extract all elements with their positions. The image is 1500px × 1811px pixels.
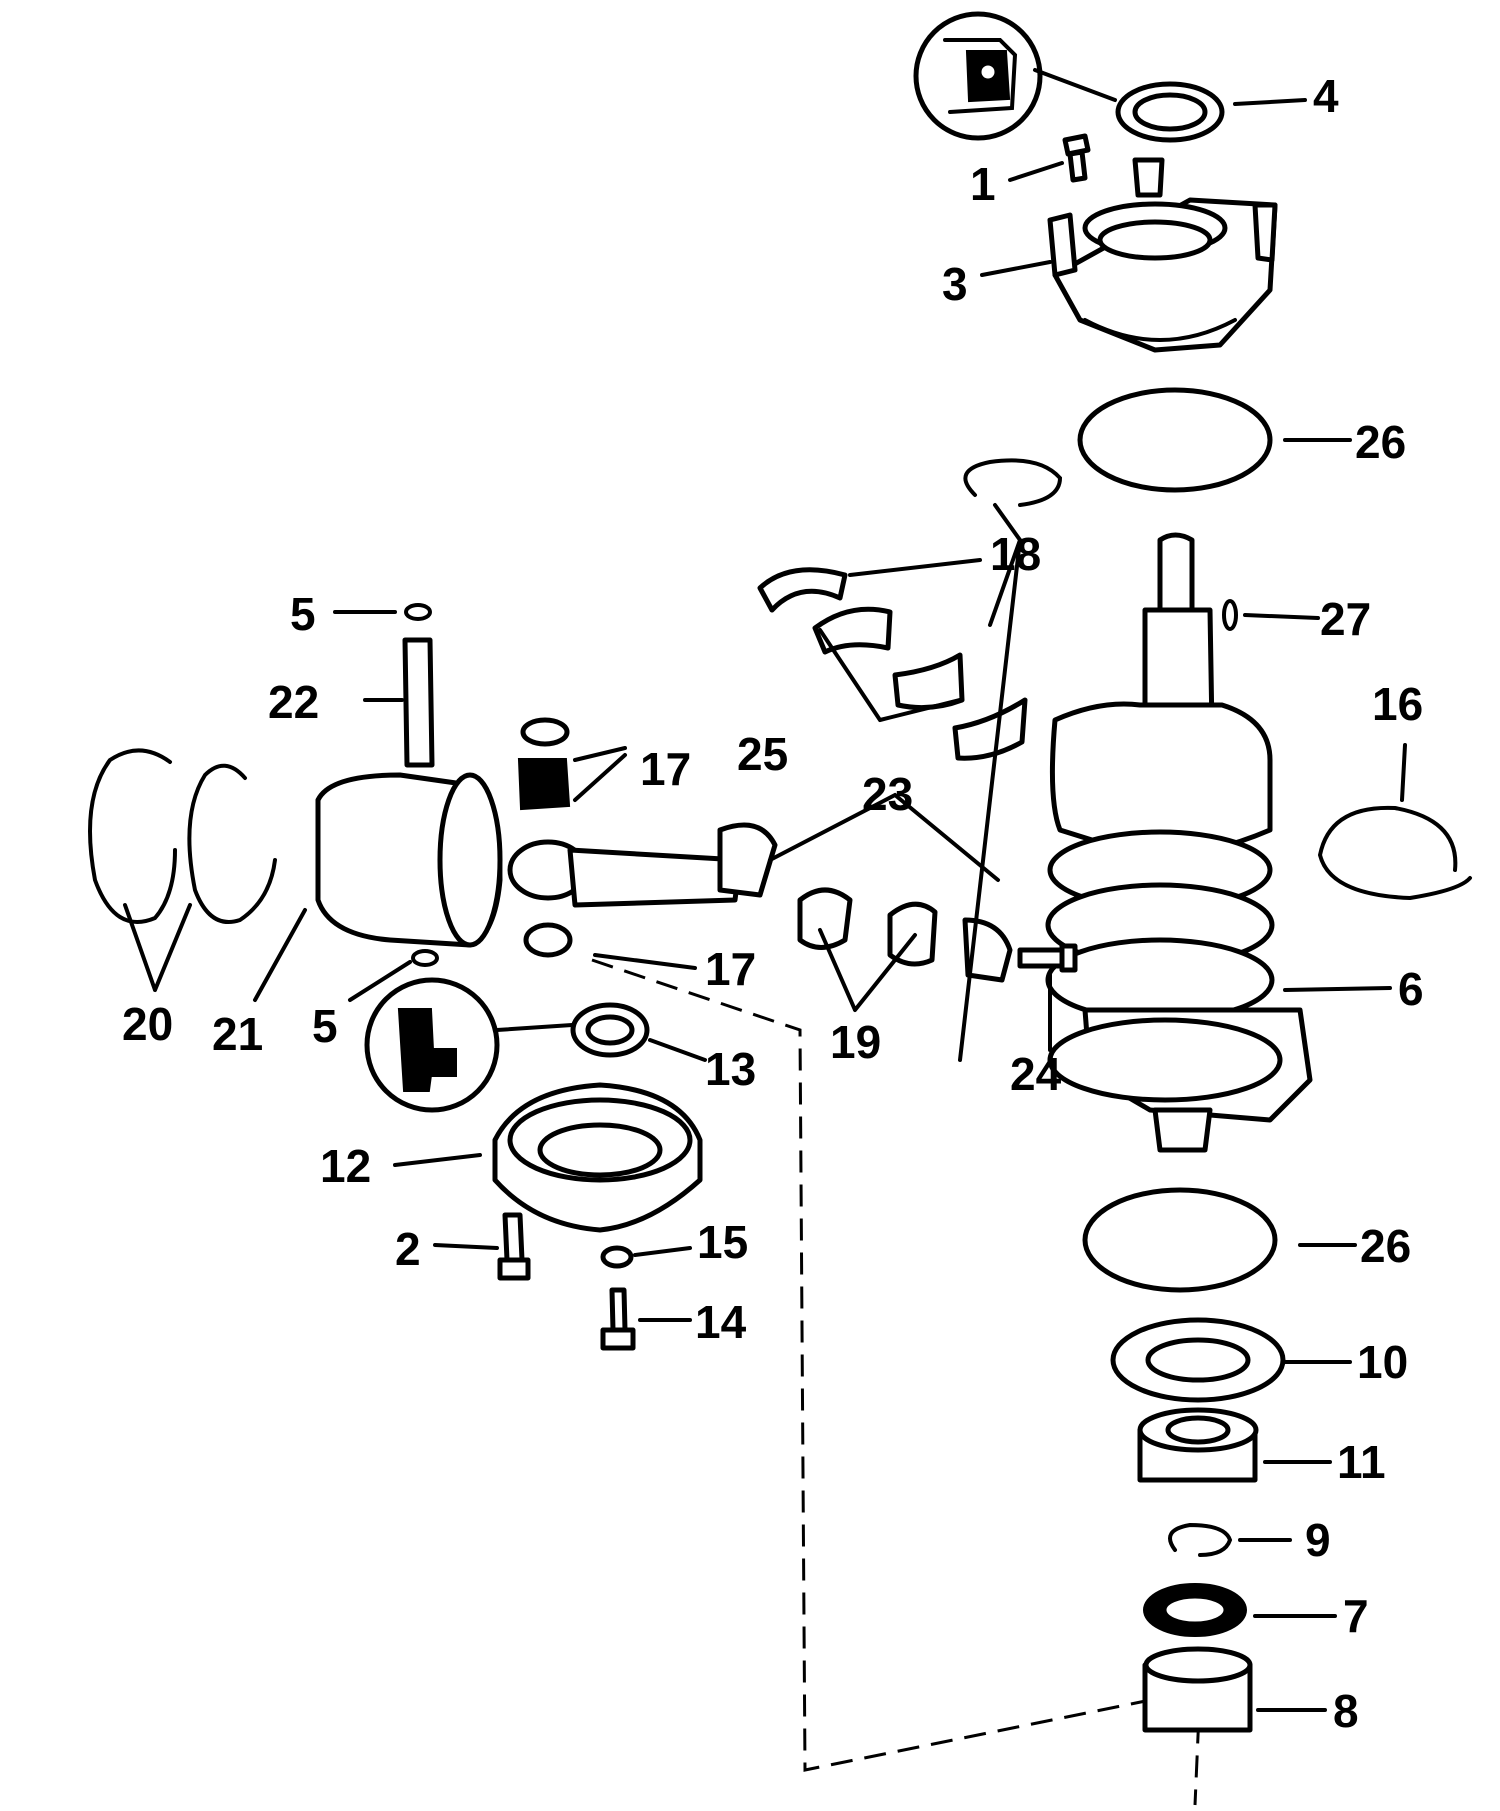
leader-lines [123, 98, 1407, 1712]
o-ring-26-lower [1082, 1187, 1278, 1293]
piston-21 [315, 772, 503, 948]
callout-26-upper: 26 [1355, 416, 1406, 468]
callout-18: 18 [990, 528, 1041, 580]
callout-27: 27 [1320, 593, 1371, 645]
retaining-ring-9 [1168, 1522, 1233, 1557]
bearing-halves-18-25 [757, 567, 1028, 761]
lower-bearing-housing-12 [492, 1082, 703, 1233]
callout-16: 16 [1372, 678, 1423, 730]
seal-detail-inset-top [913, 11, 1117, 141]
bearing-plate-10 [1110, 1317, 1286, 1403]
callout-13: 13 [705, 1043, 756, 1095]
callout-10: 10 [1357, 1336, 1408, 1388]
upper-bearing-housing [1047, 157, 1278, 353]
callout-26-lower: 26 [1360, 1220, 1411, 1272]
callout-15: 15 [697, 1216, 748, 1268]
callout-19: 19 [830, 1016, 881, 1068]
callout-6: 6 [1398, 963, 1424, 1015]
bolt-14 [600, 1287, 636, 1351]
o-ring-26-upper [1077, 387, 1273, 493]
callout-17-upper: 17 [640, 743, 691, 795]
snap-ring-16 [1317, 805, 1472, 901]
retaining-ring-18 [963, 458, 1063, 507]
callout-14: 14 [695, 1296, 747, 1348]
piston-pin-22 [402, 637, 435, 768]
callout-4: 4 [1313, 70, 1339, 122]
callout-7: 7 [1343, 1590, 1369, 1642]
callout-24: 24 [1010, 1048, 1062, 1100]
sleeve-8 [1142, 1646, 1253, 1733]
callout-17-lower: 17 [705, 943, 756, 995]
callout-5-lower: 5 [312, 1000, 338, 1052]
ring-27 [1222, 599, 1238, 631]
callout-3: 3 [942, 258, 968, 310]
oil-seal-7 [1143, 1583, 1247, 1637]
piston-ring-20-a [88, 748, 177, 924]
crankshaft-6 [1045, 532, 1313, 1153]
needle-bearing-17-upper [517, 717, 571, 811]
connecting-rod-23 [507, 822, 1013, 983]
callout-8: 8 [1333, 1685, 1359, 1737]
callout-5-upper: 5 [290, 588, 316, 640]
seal-detail-inset-bottom [364, 977, 574, 1113]
callout-25: 25 [737, 728, 788, 780]
piston-ring-20-b [187, 763, 277, 924]
washer-17-lower [523, 922, 573, 958]
bolt-2 [497, 1212, 531, 1281]
pin-clip-5-upper [404, 603, 432, 621]
washer-15 [600, 1245, 634, 1269]
callout-labels: 1 2 3 4 5 5 6 7 8 9 10 11 12 13 14 15 16… [122, 70, 1424, 1737]
callout-21: 21 [212, 1008, 263, 1060]
needle-bearing-19 [797, 887, 938, 967]
pin-clip-5-lower [411, 949, 439, 967]
callout-2: 2 [395, 1223, 421, 1275]
bolt-1 [1062, 133, 1091, 183]
ball-bearing-11 [1137, 1407, 1259, 1483]
callout-20: 20 [122, 998, 173, 1050]
callout-11: 11 [1337, 1436, 1386, 1488]
bolt-24 [1017, 943, 1078, 973]
callout-1: 1 [970, 158, 996, 210]
callout-22: 22 [268, 676, 319, 728]
seal-4 [1115, 81, 1225, 143]
seal-13 [570, 1002, 650, 1058]
callout-9: 9 [1305, 1514, 1331, 1566]
callout-23: 23 [862, 768, 913, 820]
callout-12: 12 [320, 1140, 371, 1192]
